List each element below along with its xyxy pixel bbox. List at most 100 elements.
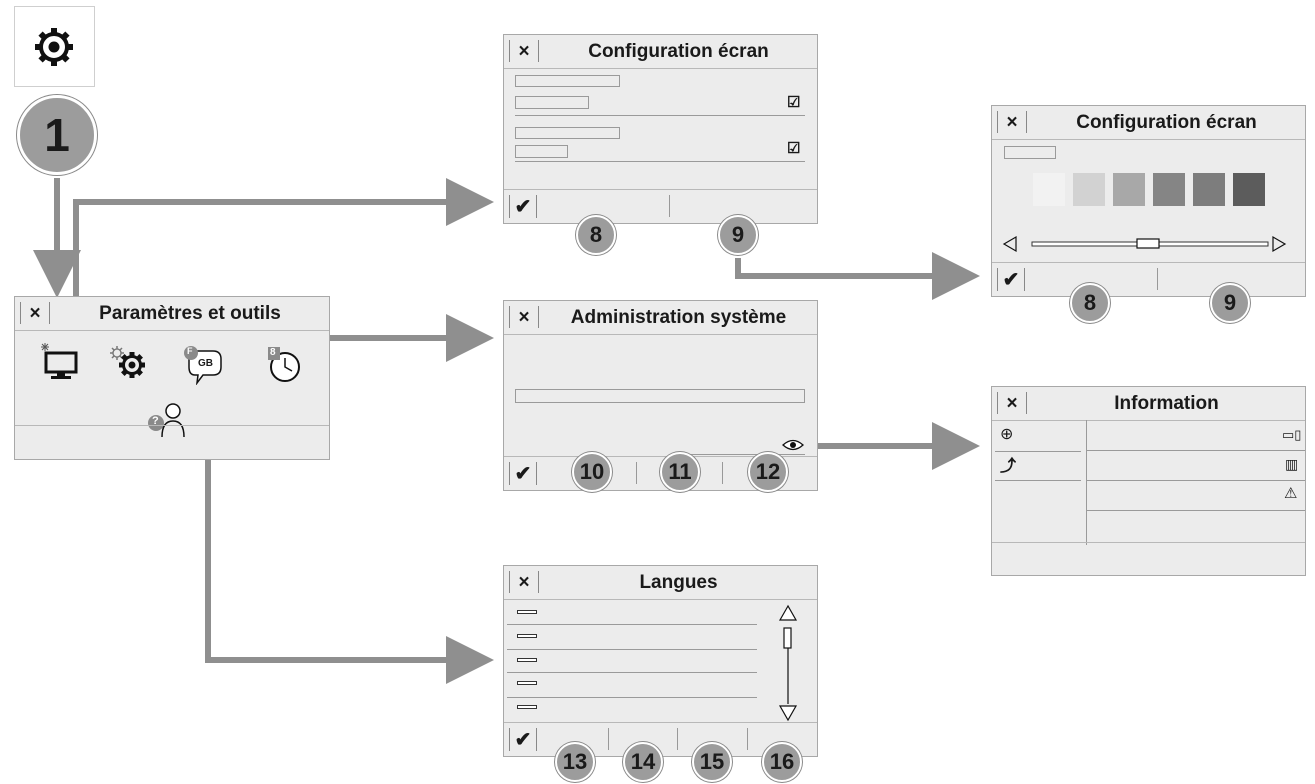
divider xyxy=(507,672,757,673)
info-bottombar xyxy=(992,542,1305,575)
separator xyxy=(722,462,723,484)
scroll-thumb xyxy=(783,627,792,649)
config2-bottombar: ✔ xyxy=(992,262,1305,296)
display-device-icon[interactable]: ▭▯ xyxy=(1282,427,1302,442)
close-button[interactable]: × xyxy=(509,306,539,328)
language-icon[interactable]: F GB xyxy=(183,345,229,385)
setting-label-placeholder xyxy=(1004,146,1056,159)
admin-bottombar: ✔ xyxy=(504,456,817,490)
slider-left-arrow-icon xyxy=(1002,235,1017,253)
info-left-divider xyxy=(1086,420,1087,545)
params-titlebar: × Paramètres et outils xyxy=(15,297,329,331)
langues-titlebar: × Langues xyxy=(504,566,817,600)
divider xyxy=(1087,480,1305,481)
lang-badge-f: F xyxy=(187,346,193,356)
arrow-config-to-config2 xyxy=(735,252,980,300)
config1-title: Configuration écran xyxy=(588,40,769,62)
option-value-placeholder[interactable] xyxy=(515,145,568,158)
brightness-swatch[interactable] xyxy=(1033,173,1065,206)
language-item[interactable] xyxy=(517,705,537,709)
curved-arrow-icon[interactable]: ⤴ xyxy=(1000,458,1017,475)
close-button[interactable]: × xyxy=(997,111,1027,133)
slider-right-arrow-icon xyxy=(1272,235,1287,253)
gear-icon xyxy=(35,28,73,66)
step-16-badge: 16 xyxy=(762,742,802,782)
map-icon[interactable]: ▥ xyxy=(1285,456,1299,472)
settings-gear-button[interactable] xyxy=(14,6,95,87)
confirm-button[interactable]: ✔ xyxy=(509,462,537,485)
langues-title: Langues xyxy=(639,571,718,593)
close-button[interactable]: × xyxy=(20,302,50,324)
params-screen: × Paramètres et outils xyxy=(14,296,330,460)
confirm-button[interactable]: ✔ xyxy=(997,268,1025,291)
config-screen-2: × Configuration écran ✔ xyxy=(991,105,1306,297)
brightness-swatch[interactable] xyxy=(1233,173,1265,206)
config1-bottombar: ✔ xyxy=(504,189,817,223)
confirm-button[interactable]: ✔ xyxy=(509,195,537,218)
checkbox-checked-icon[interactable]: ☑ xyxy=(787,94,801,111)
system-settings-icon[interactable] xyxy=(107,343,151,383)
option-value-placeholder[interactable] xyxy=(515,96,589,109)
config-screen-1: × Configuration écran ☑ ☑ ✔ xyxy=(503,34,818,224)
info-screen: × Information ⊕ ⤴ ▭▯ ▥ ⚠ xyxy=(991,386,1306,576)
slider-thumb xyxy=(1136,238,1160,249)
divider xyxy=(507,624,757,625)
clock-face-icon xyxy=(268,347,300,382)
config2-titlebar: × Configuration écran xyxy=(992,106,1305,140)
warning-icon[interactable]: ⚠ xyxy=(1284,485,1298,502)
language-item[interactable] xyxy=(517,658,537,662)
clock-icon[interactable]: 8 xyxy=(265,345,305,385)
brightness-swatch[interactable] xyxy=(1113,173,1145,206)
close-button[interactable]: × xyxy=(509,40,539,62)
langues-screen: × Langues ✔ xyxy=(503,565,818,757)
step-12-badge: 12 xyxy=(748,452,788,492)
confirm-button[interactable]: ✔ xyxy=(509,728,537,751)
help-badge: ? xyxy=(152,415,159,427)
scroll-down-arrow-icon xyxy=(778,705,798,722)
step-10-badge: 10 xyxy=(572,452,612,492)
langues-bottombar: ✔ xyxy=(504,722,817,756)
help-icon[interactable]: ? xyxy=(145,399,189,439)
separator xyxy=(747,728,748,750)
separator xyxy=(677,728,678,750)
params-bottombar xyxy=(15,425,329,459)
admin-field-placeholder[interactable] xyxy=(515,389,805,403)
info-titlebar: × Information xyxy=(992,387,1305,421)
brightness-swatch[interactable] xyxy=(1153,173,1185,206)
display-settings-icon[interactable] xyxy=(37,341,81,381)
step-13-badge: 13 xyxy=(555,742,595,782)
language-item[interactable] xyxy=(517,634,537,638)
brightness-swatch[interactable] xyxy=(1193,173,1225,206)
divider xyxy=(1087,450,1305,451)
step-8-badge: 8 xyxy=(1070,283,1110,323)
close-button[interactable]: × xyxy=(509,571,539,593)
eye-icon[interactable] xyxy=(781,438,805,452)
separator xyxy=(669,195,670,217)
admin-titlebar: × Administration système xyxy=(504,301,817,335)
language-item[interactable] xyxy=(517,610,537,614)
brightness-slider[interactable] xyxy=(1002,234,1302,254)
step-11-badge: 11 xyxy=(660,452,700,492)
checkbox-checked-icon[interactable]: ☑ xyxy=(787,140,801,157)
lang-badge-gb: GB xyxy=(198,358,213,369)
divider xyxy=(995,451,1081,452)
divider xyxy=(515,115,805,116)
divider xyxy=(1087,510,1305,511)
divider xyxy=(507,649,757,650)
brightness-swatch[interactable] xyxy=(1073,173,1105,206)
language-item[interactable] xyxy=(517,681,537,685)
speech-bubble-icon xyxy=(184,346,222,385)
option-label-placeholder xyxy=(515,127,620,139)
params-title: Paramètres et outils xyxy=(99,302,281,324)
close-button[interactable]: × xyxy=(997,392,1027,414)
divider xyxy=(507,697,757,698)
step-9-badge: 9 xyxy=(1210,283,1250,323)
step-8-badge: 8 xyxy=(576,215,616,255)
divider xyxy=(515,161,805,162)
arrow-lang-to-langues xyxy=(205,388,494,684)
config1-titlebar: × Configuration écran xyxy=(504,35,817,69)
scrollbar[interactable] xyxy=(774,604,802,724)
step-9-badge: 9 xyxy=(718,215,758,255)
separator xyxy=(636,462,637,484)
clock-plus-icon[interactable]: ⊕ xyxy=(1000,426,1014,443)
